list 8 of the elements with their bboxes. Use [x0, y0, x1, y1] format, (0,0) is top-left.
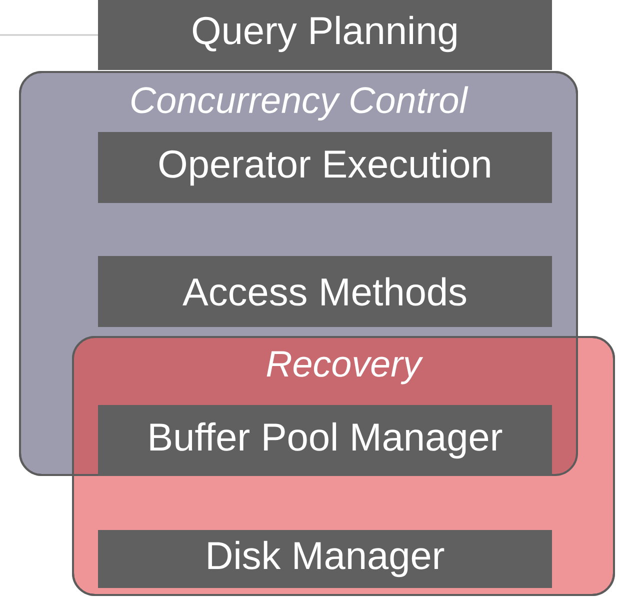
layer-box: Buffer Pool Manager [98, 405, 552, 476]
node-label: Buffer Pool Manager [150, 422, 502, 459]
layer-box: Query Planning [98, 0, 552, 70]
layer-box: Disk Manager [98, 530, 552, 588]
group-title: Recovery [266, 351, 424, 384]
layer-box: Access Methods [98, 256, 552, 327]
layer-box: Operator Execution [98, 132, 552, 203]
node-label: Query Planning [192, 16, 456, 52]
